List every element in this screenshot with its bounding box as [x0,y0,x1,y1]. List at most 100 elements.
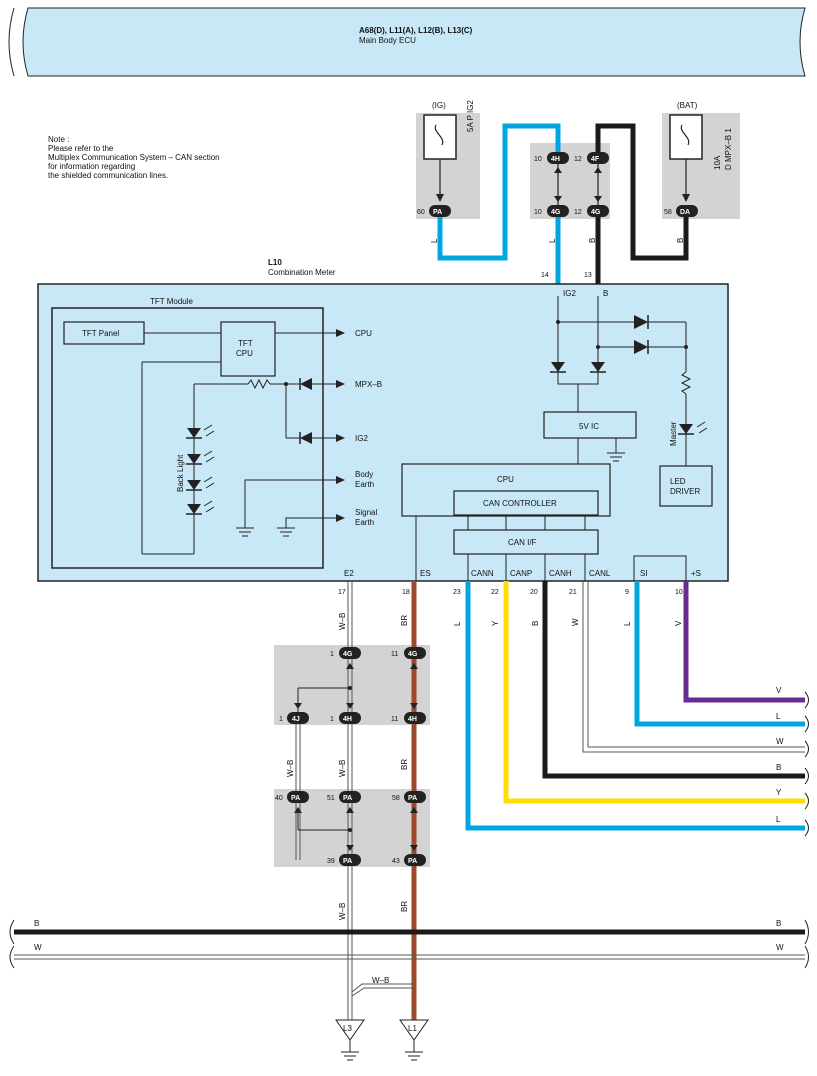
pin-label: CANL [589,569,611,578]
led-driver: DRIVER [670,487,700,496]
pin: 43 [392,858,400,865]
wire-label: L [453,621,462,626]
pin: 10 [675,589,683,596]
out-mpxb: MPX–B [355,380,382,389]
junction-block-top: 4H 10 4G 10 4F 12 4G 12 [530,143,610,219]
meter-id: L10 [268,258,282,267]
ground-icon [236,527,254,537]
ground-l3: L3 [343,1024,352,1033]
pin-label: SI [640,569,648,578]
output-wires [465,581,809,837]
bat-plug: DA [680,209,690,216]
pin: 58 [392,795,400,802]
ic-5v: 5V IC [579,422,599,431]
plug: 4H [343,716,352,723]
wire-label: W [776,737,784,746]
pin-label: CANN [471,569,494,578]
signal-earth: Signal [355,508,377,517]
main-body-ecu-banner: A68(D), L11(A), L12(B), L13(C) Main Body… [8,7,806,77]
ig-fuse-name: 5A P IG2 [466,100,475,132]
diode-icon [300,432,312,444]
bat-pin: 58 [664,209,672,216]
bat-fuse-amp: 10A [713,155,722,170]
wire-label: BR [400,759,409,770]
ground-icon [405,1040,423,1061]
body-earth: Earth [355,480,374,489]
bus-label: W [776,943,784,952]
pin-label: CANP [510,569,532,578]
bus-lines: B B W W [9,919,809,969]
ig-label: (IG) [432,101,446,110]
diode-icon [634,340,648,354]
low-plugs: PA 40 PA 51 PA 58 PA 39 PA 43 [275,791,426,866]
wire-label: V [674,620,683,626]
pin: 20 [530,589,538,596]
pin: 14 [541,272,549,279]
bus-label: B [776,919,781,928]
wire-label: W–B [338,903,347,920]
pin: 12 [574,156,582,163]
ground-terminals: L3 L1 [335,1019,429,1061]
note-line: Multiplex Communication System – CAN sec… [48,153,220,162]
note-line: for information regarding [48,162,135,171]
wire-label: B [531,621,540,626]
j-4g: 4G [591,209,601,216]
bus-label: W [34,943,42,952]
j-4h: 4H [551,156,560,163]
combination-meter: L10 Combination Meter 14 13 IG2 B TFT Mo… [37,258,729,582]
pin: 10 [534,209,542,216]
wire-label: L [548,238,557,243]
pin: 40 [275,795,283,802]
pin: 10 [534,156,542,163]
wire-label: W–B [286,760,295,777]
plug: PA [291,795,300,802]
out-ig2: IG2 [355,434,368,443]
wire-label: L [430,238,439,243]
wire-label: B [676,238,685,243]
plug: 4G [408,651,418,658]
pin-label: +S [691,569,701,578]
wire-label: B [776,763,781,772]
bat-wire [595,123,689,261]
wire-label: L [776,815,781,824]
pin: 9 [625,589,629,596]
can-if: CAN I/F [508,538,537,547]
pin-label: ES [420,569,431,578]
plug: 4G [343,651,353,658]
ground-icon [341,1040,359,1061]
diode-icon [634,315,648,329]
header-subtitle: Main Body ECU [359,36,416,45]
ground-icon [277,527,295,537]
tft-cpu: CPU [236,349,253,358]
led-driver: LED [670,477,686,486]
note-line: Note : [48,135,69,144]
wire-label: W [571,618,580,626]
plug: PA [408,795,417,802]
ig-pin: 60 [417,209,425,216]
pin: 23 [453,589,461,596]
plug: PA [408,858,417,865]
body-earth: Body [355,470,373,479]
resistor-icon [680,371,692,395]
plug: 4J [292,716,300,723]
wire-label: W–B [338,760,347,777]
pin: 21 [569,589,577,596]
wire-label: W–B [372,976,389,985]
pin: 17 [338,589,346,596]
pin: 1 [279,716,283,723]
bat-label: (BAT) [677,101,698,110]
pin: 39 [327,858,335,865]
resistor-icon [247,378,271,390]
bat-fuse-name: D MPX–B 1 [724,128,733,170]
ground-l1: L1 [408,1024,417,1033]
pin: 22 [491,589,499,596]
wire-label: Y [776,788,782,797]
meter-name: Combination Meter [268,268,336,277]
master-led-icon [679,424,693,434]
can-controller: CAN CONTROLLER [483,499,557,508]
pin: 1 [330,651,334,658]
ig2-label: IG2 [563,289,576,298]
plug: PA [343,795,352,802]
pin: 11 [391,716,398,723]
pin-label: E2 [344,569,354,578]
